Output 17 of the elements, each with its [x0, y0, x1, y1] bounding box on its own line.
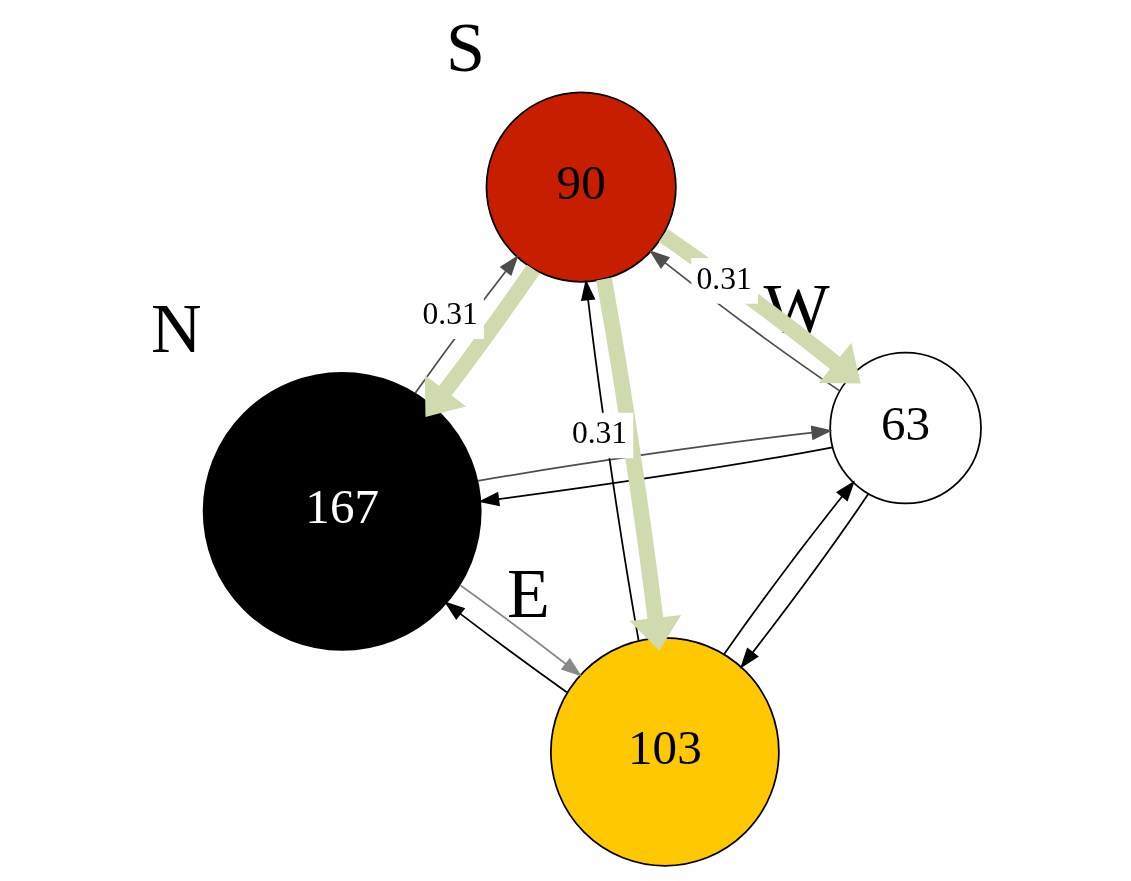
arrow [658, 228, 861, 384]
arrow [458, 584, 582, 677]
arrow [443, 601, 568, 694]
edge-label: 0.31 [571, 415, 627, 451]
node-circle: 103 [549, 636, 780, 867]
node-circle: 167 [202, 371, 482, 651]
arrow [722, 480, 855, 655]
arrow [739, 493, 869, 669]
node-label: S [445, 8, 485, 87]
arrow [595, 277, 681, 651]
node-label: E [506, 553, 550, 632]
edge-label: 0.31 [422, 295, 478, 331]
edge-label: 0.31 [696, 260, 752, 296]
node-circle: 90 [485, 91, 677, 283]
node-label: N [150, 288, 202, 367]
arrow [476, 425, 832, 482]
arrow [424, 264, 540, 417]
